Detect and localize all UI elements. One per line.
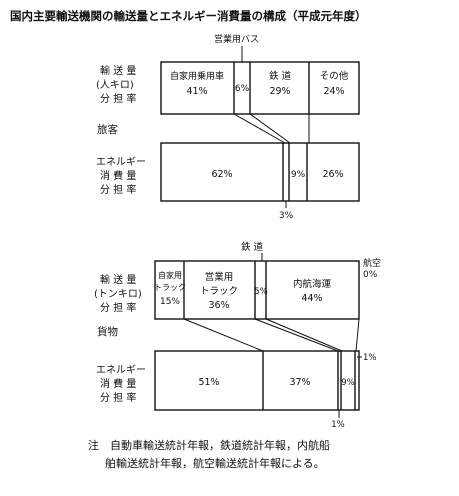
freight-energy-rail-value: 1% [331, 420, 345, 430]
passenger-energy-rail-value: 9% [291, 170, 306, 180]
freight-energy-shipping-value: 9% [341, 378, 355, 388]
passenger-energy-label-1: エネルギー [96, 156, 146, 168]
freight-energy-commercial-value: 37% [289, 377, 310, 388]
freight-rail-callout: 鉄 道 [241, 241, 264, 253]
seg-coastal-shipping-name: 内航海運 [293, 278, 332, 290]
seg-commercial-truck-name-2: トラック [200, 286, 238, 297]
passenger-energy-bus-value: 3% [279, 211, 294, 221]
passenger-energy-other-value: 26% [322, 169, 343, 180]
seg-private-car-value: 41% [186, 86, 207, 97]
seg-commercial-truck-name-1: 営業用 [205, 271, 234, 283]
freight-energy-air-value: 1% [363, 353, 377, 363]
passenger-energy-car-value: 62% [211, 169, 232, 180]
freight-air-callout-1: 航空 [363, 257, 381, 269]
freight-energy-private-value: 51% [198, 377, 219, 388]
freight-connector-2 [254, 318, 339, 352]
freight-energy-label-1: エネルギー [96, 364, 146, 376]
seg-private-car-name: 自家用乗用車 [170, 70, 224, 82]
freight-volume-label-3: 分 担 率 [100, 301, 136, 314]
seg-private-truck-name-1: 自家用 [158, 270, 182, 280]
seg-rail-value: 29% [269, 86, 290, 97]
freight-energy-label-2: 消 費 量 [100, 377, 136, 390]
seg-other-value: 24% [323, 86, 344, 97]
passenger-connector-2 [249, 113, 291, 144]
freight-air-callout-2: 0% [363, 270, 378, 280]
seg-commercial-truck-value: 36% [208, 300, 229, 311]
passenger-energy-bar [160, 142, 360, 202]
passenger-volume-bar [160, 61, 360, 115]
passenger-energy-label-2: 消 費 量 [100, 169, 136, 182]
freight-energy-bar [154, 350, 360, 411]
freight-volume-bar [154, 260, 360, 320]
freight-connector-3 [265, 318, 343, 352]
seg-private-truck-name-2: トラック [154, 283, 186, 292]
freight-connector-4 [355, 318, 360, 352]
freight-volume-label-2: (トンキロ) [94, 289, 142, 300]
passenger-section-label: 旅客 [97, 123, 118, 136]
freight-energy-label-3: 分 担 率 [100, 391, 136, 404]
freight-volume-label-1: 輸 送 量 [100, 273, 136, 286]
passenger-connector-1 [233, 113, 286, 144]
note-line-1: 注 自動車輸送統計年報，鉄道統計年報，内航船 [88, 439, 330, 452]
freight-connector-1 [183, 318, 264, 352]
seg-rail-freight-value: 5% [254, 287, 268, 297]
seg-private-truck-value: 15% [160, 297, 180, 307]
seg-rail-name: 鉄 道 [269, 70, 292, 82]
passenger-volume-label-3: 分 担 率 [100, 92, 136, 105]
passenger-energy-label-3: 分 担 率 [100, 183, 136, 196]
seg-coastal-shipping-value: 44% [301, 293, 322, 304]
freight-section-label: 貨物 [97, 325, 118, 338]
passenger-volume-label-2: (人キロ) [96, 79, 134, 91]
passenger-bus-callout: 営業用バス [214, 33, 259, 45]
seg-bus-value: 6% [235, 84, 250, 94]
passenger-volume-label-1: 輸 送 量 [100, 64, 136, 77]
seg-other-name: その他 [320, 70, 349, 82]
diagram-title: 国内主要輸送機関の輸送量とエネルギー消費量の構成（平成元年度） [10, 9, 367, 23]
note-line-2: 舶輸送統計年報，航空輸送統計年報による。 [105, 457, 325, 470]
